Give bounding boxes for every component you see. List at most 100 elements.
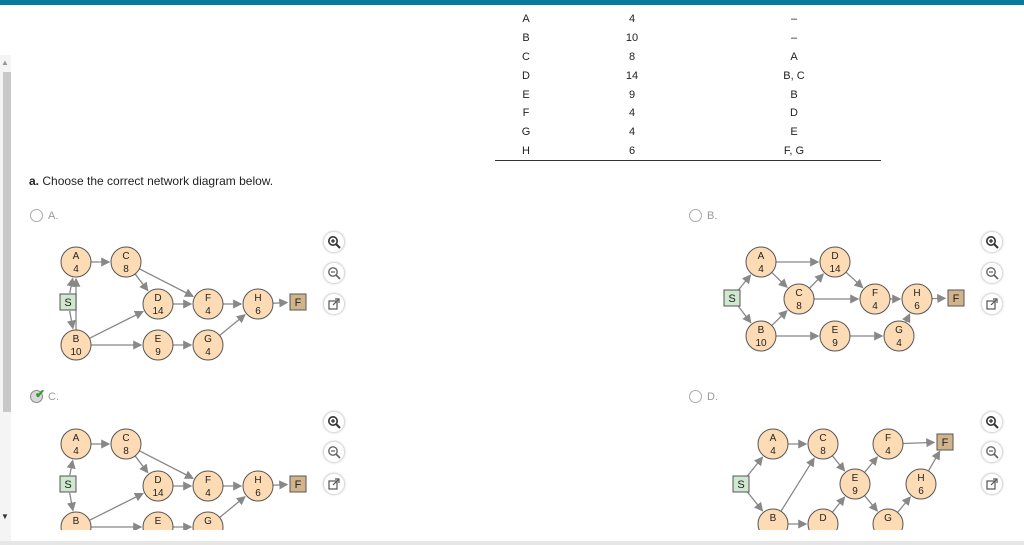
svg-text:B: B bbox=[73, 516, 80, 527]
zoom-out-icon bbox=[328, 446, 341, 459]
popout-button-option-a[interactable] bbox=[323, 293, 345, 315]
node-A: A4 bbox=[60, 428, 92, 460]
popout-button-option-d[interactable] bbox=[981, 473, 1003, 495]
start-node: S bbox=[723, 289, 741, 307]
table-cell-activity: C bbox=[522, 50, 530, 63]
node-H: H6 bbox=[242, 470, 274, 502]
node-B: B10 bbox=[745, 320, 777, 352]
node-B: B bbox=[60, 511, 92, 530]
zoom-out-button-option-d[interactable] bbox=[981, 441, 1003, 463]
arrow-E-F bbox=[864, 456, 879, 473]
svg-text:B: B bbox=[770, 513, 777, 524]
bottom-divider bbox=[0, 541, 1024, 545]
svg-text:S: S bbox=[64, 297, 71, 309]
svg-text:E: E bbox=[832, 325, 839, 336]
zoom-in-button-option-c[interactable] bbox=[323, 411, 345, 433]
popout-button-option-b[interactable] bbox=[981, 293, 1003, 315]
node-H: H6 bbox=[901, 283, 933, 315]
svg-text:8: 8 bbox=[820, 446, 826, 457]
table-cell-predecessor: F, G bbox=[707, 141, 881, 162]
node-D: D bbox=[807, 508, 839, 530]
table-cell-activity: E bbox=[522, 88, 530, 101]
node-F: F4 bbox=[192, 470, 224, 502]
scroll-up-icon[interactable]: ▲ bbox=[1, 58, 9, 67]
zoom-in-button-option-b[interactable] bbox=[981, 231, 1003, 253]
svg-text:F: F bbox=[205, 293, 211, 304]
option-c[interactable]: ✔C. bbox=[30, 387, 59, 403]
zoom-in-icon bbox=[986, 236, 999, 249]
zoom-out-icon bbox=[328, 267, 341, 280]
scroll-down-icon[interactable]: ▼ bbox=[1, 512, 9, 521]
svg-text:8: 8 bbox=[123, 264, 129, 275]
finish-node: F bbox=[289, 293, 307, 311]
node-A: A4 bbox=[757, 428, 789, 460]
arrow-B-D bbox=[89, 493, 144, 521]
table-cell-predecessor: D bbox=[790, 107, 798, 120]
arrow-H-FIN bbox=[272, 298, 289, 308]
svg-text:4: 4 bbox=[896, 338, 902, 349]
arrow-B-D bbox=[89, 311, 144, 339]
arrow-B-C bbox=[780, 457, 815, 512]
popout-button-option-c[interactable] bbox=[323, 473, 345, 495]
node-H: H6 bbox=[242, 288, 274, 320]
finish-node: F bbox=[289, 475, 307, 493]
popout-icon bbox=[328, 298, 340, 310]
option-b[interactable]: B. bbox=[689, 209, 717, 222]
option-a-radio[interactable] bbox=[30, 209, 43, 222]
arrow-S-A bbox=[737, 274, 752, 292]
option-d-radio[interactable] bbox=[689, 390, 702, 403]
zoom-out-icon bbox=[986, 446, 999, 459]
arrow-S-A bbox=[66, 459, 76, 476]
option-a[interactable]: A. bbox=[30, 209, 58, 222]
top-accent-bar bbox=[0, 0, 1024, 5]
svg-text:C: C bbox=[795, 288, 802, 299]
checkmark-icon: ✔ bbox=[35, 387, 46, 401]
svg-text:E: E bbox=[155, 516, 162, 527]
zoom-out-button-option-b[interactable] bbox=[981, 262, 1003, 284]
arrow-H-FIN bbox=[927, 450, 941, 472]
scrollbar-thumb[interactable] bbox=[3, 72, 11, 412]
table-cell-time: 4 bbox=[628, 13, 636, 26]
arrow-G-H bbox=[897, 496, 912, 513]
svg-text:6: 6 bbox=[255, 306, 261, 317]
zoom-in-button-option-a[interactable] bbox=[323, 231, 345, 253]
arrow-H-FIN bbox=[272, 480, 289, 490]
svg-text:F: F bbox=[942, 437, 949, 449]
svg-text:S: S bbox=[64, 479, 71, 491]
option-b-radio[interactable] bbox=[689, 209, 702, 222]
svg-text:H: H bbox=[254, 475, 261, 486]
svg-text:F: F bbox=[205, 475, 211, 486]
table-cell-predecessor: A bbox=[790, 50, 798, 63]
table-cell-activity: A bbox=[522, 13, 530, 26]
node-F: F4 bbox=[192, 288, 224, 320]
svg-text:10: 10 bbox=[70, 347, 82, 358]
zoom-out-button-option-a[interactable] bbox=[323, 262, 345, 284]
zoom-out-button-option-c[interactable] bbox=[323, 441, 345, 463]
arrow-G-H bbox=[902, 313, 911, 324]
svg-text:B: B bbox=[758, 325, 765, 336]
table-cell-time: 14 bbox=[625, 69, 639, 82]
svg-text:F: F bbox=[295, 297, 302, 309]
table-cell-predecessor: B bbox=[790, 88, 798, 101]
zoom-in-icon bbox=[328, 236, 341, 249]
svg-text:6: 6 bbox=[255, 488, 261, 499]
svg-text:F: F bbox=[885, 433, 891, 444]
node-C: C8 bbox=[807, 428, 839, 460]
option-d[interactable]: D. bbox=[689, 390, 718, 403]
node-B: B bbox=[757, 508, 789, 530]
svg-text:8: 8 bbox=[123, 446, 129, 457]
option-c-radio[interactable]: ✔ bbox=[30, 387, 46, 403]
finish-node: F bbox=[936, 433, 954, 451]
svg-text:C: C bbox=[819, 433, 826, 444]
arrow-A-C bbox=[771, 271, 788, 289]
zoom-in-button-option-d[interactable] bbox=[981, 411, 1003, 433]
node-C: C8 bbox=[110, 428, 142, 460]
arrow-S-A bbox=[66, 277, 76, 294]
node-A: A4 bbox=[745, 246, 777, 278]
